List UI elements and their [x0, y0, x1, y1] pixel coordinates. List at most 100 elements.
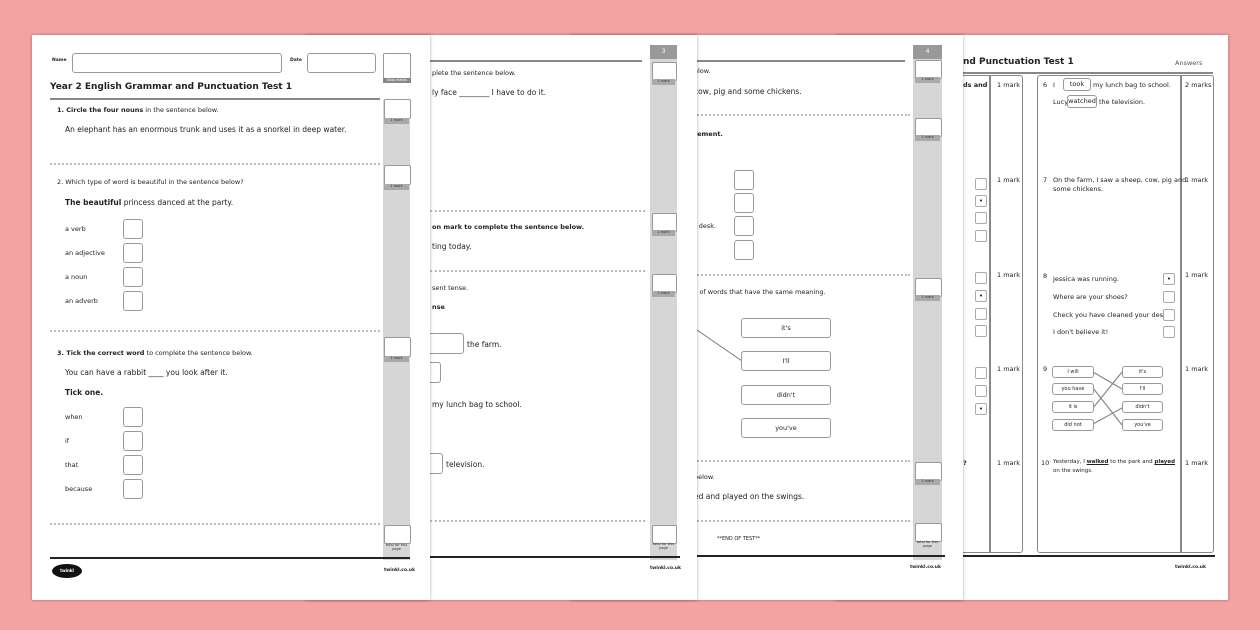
answer-checkbox [975, 230, 987, 242]
name-label: Name [52, 58, 67, 63]
q6-b-post: the television. [1099, 98, 1146, 106]
question-text: below. [694, 473, 715, 481]
q2-checkbox[interactable] [123, 219, 143, 239]
q8-option: I don't believe it! [1053, 328, 1109, 336]
mark-label: 1 mark [915, 295, 940, 301]
q3-checkbox[interactable] [123, 455, 143, 475]
q2-checkbox[interactable] [123, 267, 143, 287]
word-box[interactable]: didn't [741, 385, 831, 405]
mark-label: 1 mark [384, 356, 409, 362]
question-sentence: ting today. [432, 242, 472, 251]
q6-a-post: my lunch bag to school. [1093, 81, 1171, 89]
q3-option: when [65, 413, 83, 421]
page-total-box [384, 525, 411, 544]
checkbox[interactable] [734, 216, 754, 236]
q3-option: if [65, 437, 70, 445]
q9-left-box: did not [1052, 419, 1094, 431]
mark-label: 1 mark [1185, 365, 1208, 373]
question-sentence: ly face ________ I have to do it. [432, 88, 547, 97]
mark-label: 1 mark [915, 77, 940, 83]
answer-checkbox-checked: • [975, 403, 987, 415]
footer-url: twinkl.co.uk [1175, 565, 1206, 570]
q9-right-box: didn't [1122, 401, 1163, 413]
checkbox[interactable] [734, 170, 754, 190]
mark-label: 1 mark [997, 81, 1020, 89]
q9-right-box: it's [1122, 366, 1163, 378]
mark-label: 1 mark [1185, 459, 1208, 467]
page-total-label: total for this page [652, 542, 675, 550]
mark-label: 1 mark [997, 365, 1020, 373]
answer-checkbox [975, 325, 987, 337]
q3-checkbox[interactable] [123, 407, 143, 427]
q2-option: a verb [65, 225, 86, 233]
q3-checkbox[interactable] [123, 479, 143, 499]
question-sentence: television. [446, 460, 485, 469]
q8-number: 8 [1043, 272, 1048, 280]
q10-text: Yesterday, I walked to the park and play… [1053, 459, 1176, 465]
footer-url: twinkl.co.uk [650, 566, 681, 571]
q8-checkbox [1163, 291, 1175, 303]
mark-label: 1 mark [1185, 271, 1208, 279]
q9-matching-lines [1092, 371, 1123, 426]
q9-left-box: you have [1052, 383, 1094, 395]
page-number: 3 [650, 45, 677, 59]
mark-box [384, 99, 411, 119]
q10-number: 10 [1041, 459, 1050, 467]
q3-checkbox[interactable] [123, 431, 143, 451]
mark-label: 1 mark [384, 118, 409, 124]
question-text: s of words that have the same meaning. [694, 288, 826, 296]
question-sentence: the farm. [467, 340, 502, 349]
q6-a-pre: I [1053, 81, 1055, 89]
q8-checkbox [1163, 309, 1175, 321]
checkbox[interactable] [734, 193, 754, 213]
q1-prompt: 1. Circle the four nouns in the sentence… [57, 106, 219, 114]
worksheet-title: Year 2 English Grammar and Punctuation T… [50, 82, 292, 92]
word-box[interactable]: it's [741, 318, 831, 338]
q9-left-box: it is [1052, 401, 1094, 413]
q2-option: a noun [65, 273, 88, 281]
page-total-label: total for this page [385, 543, 408, 551]
q2-checkbox[interactable] [123, 291, 143, 311]
name-field[interactable] [72, 53, 282, 73]
q9-right-box: I'll [1122, 383, 1163, 395]
q6-number: 6 [1043, 81, 1048, 89]
question-text: plete the sentence below. [432, 69, 516, 77]
footer-url: twinkl.co.uk [910, 565, 941, 570]
mark-label: 1 mark [384, 184, 409, 190]
question-sentence: my lunch bag to school. [432, 400, 522, 409]
question-text: sent tense. [432, 284, 469, 292]
total-marks-label: total marks [383, 78, 411, 83]
q10-text-2: on the swings. [1053, 468, 1093, 474]
q3-tick-one: Tick one. [65, 388, 104, 397]
marks-label: 2 marks [1185, 81, 1212, 89]
mark-label: 1 mark [997, 176, 1020, 184]
date-field[interactable] [307, 53, 376, 73]
q3-option: that [65, 461, 79, 469]
q2-checkbox[interactable] [123, 243, 143, 263]
answer-checkbox [975, 178, 987, 190]
q8-checkbox [1163, 326, 1175, 338]
checkbox[interactable] [734, 240, 754, 260]
footer-url: twinkl.co.uk [384, 568, 415, 573]
mark-box [384, 165, 411, 185]
q6-b-pre: Lucy [1053, 98, 1069, 106]
q8-option: Jessica was running. [1053, 275, 1120, 283]
mark-label: 1 mark [652, 79, 675, 85]
question-text: nse [432, 303, 445, 311]
word-box[interactable]: you've [741, 418, 831, 438]
word-box[interactable]: I'll [741, 351, 831, 371]
mark-label: 1 mark [1185, 176, 1208, 184]
q2-option: an adverb [65, 297, 98, 305]
answer-checkbox [975, 212, 987, 224]
mark-box [384, 337, 411, 357]
q1-sentence: An elephant has an enormous trunk and us… [65, 125, 347, 134]
q3-option: because [65, 485, 93, 493]
marks-column [650, 45, 677, 560]
q7-number: 7 [1043, 176, 1048, 184]
test-page-1: Name Date total marks Year 2 English Gra… [32, 35, 430, 600]
q3-sentence: You can have a rabbit ____ you look afte… [65, 368, 228, 377]
mark-label: 1 mark [997, 271, 1020, 279]
mark-label: 1 mark [652, 230, 675, 236]
twinkl-logo: twinkl [52, 564, 82, 578]
q7-text-2: some chickens. [1053, 185, 1103, 193]
